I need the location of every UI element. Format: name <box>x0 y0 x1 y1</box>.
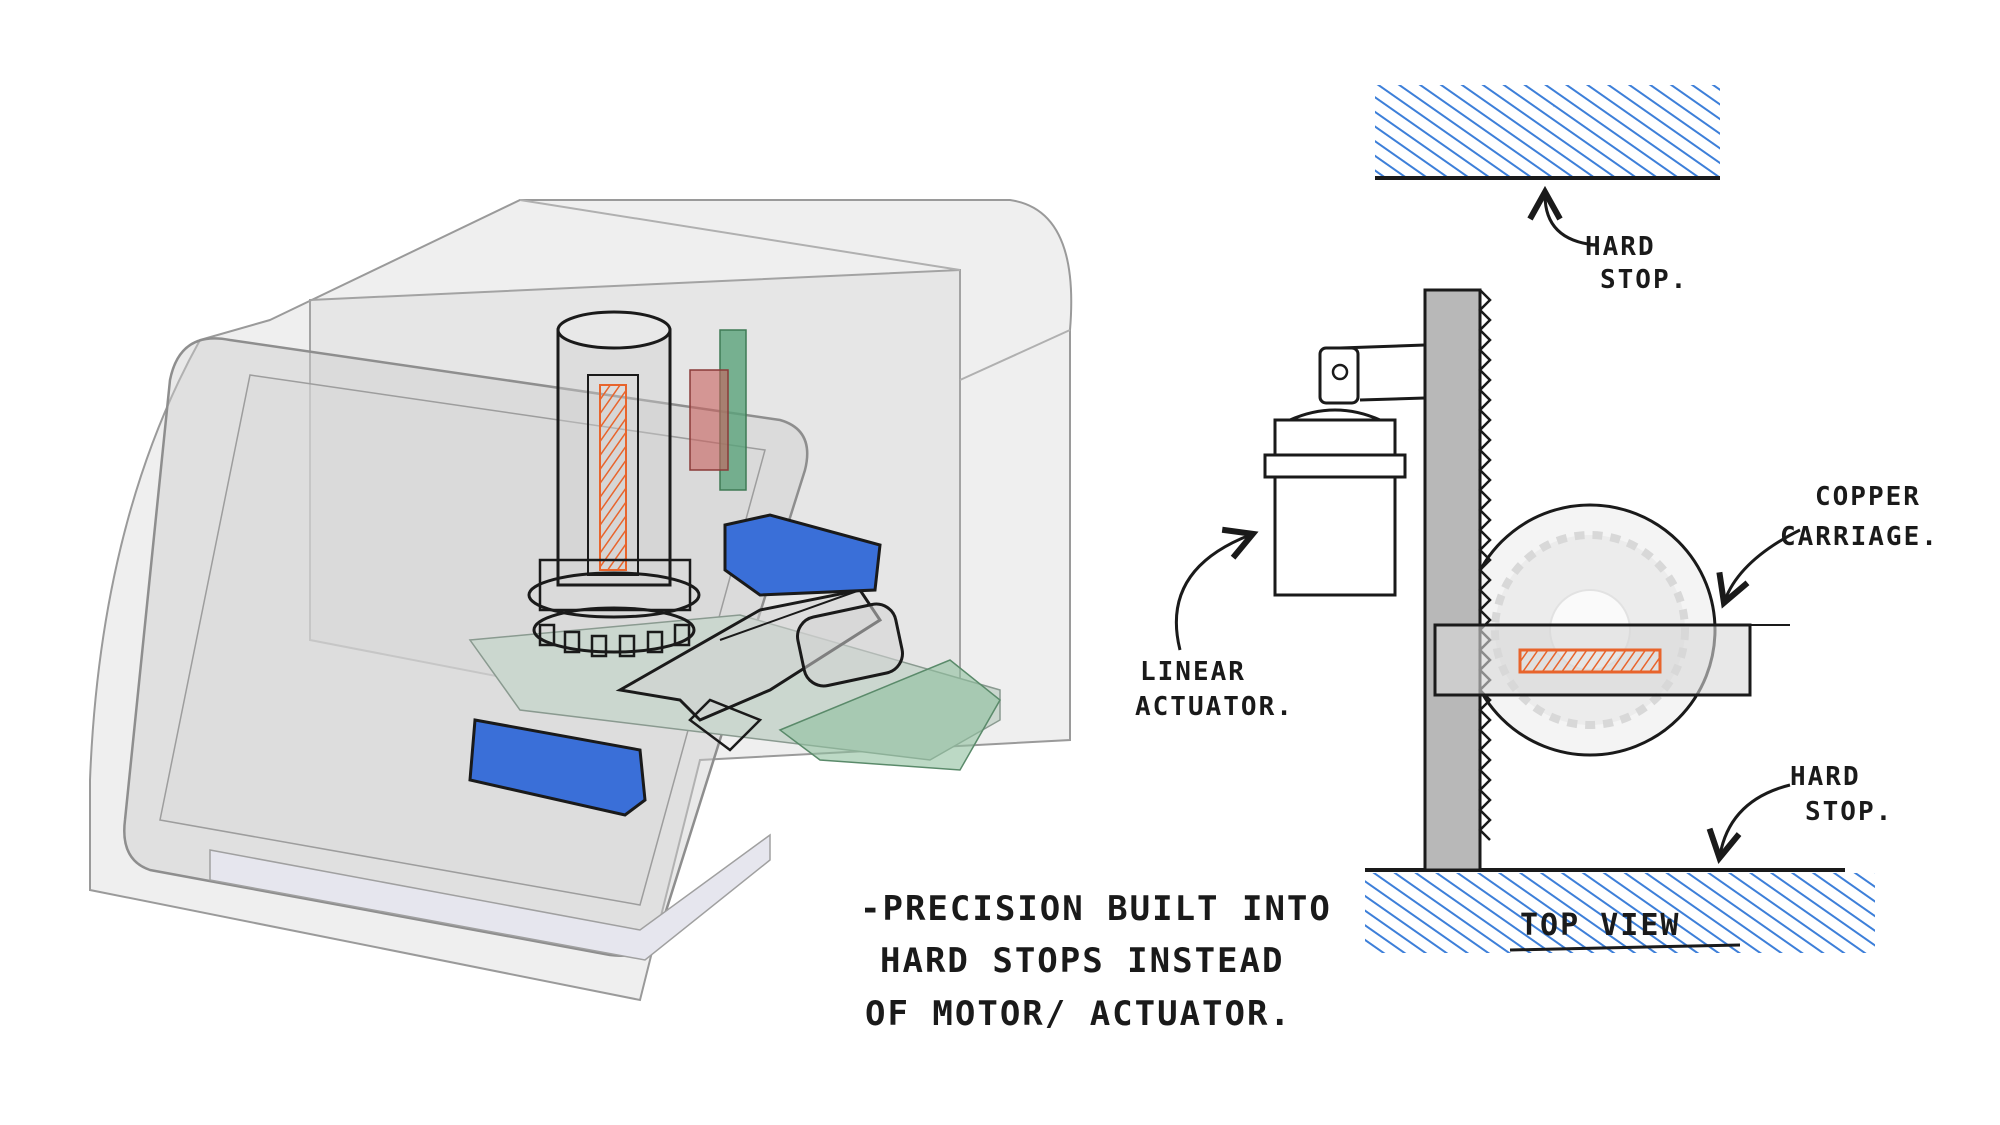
shell-edge <box>959 329 1071 381</box>
leader-hard-stop-top <box>1527 185 1596 247</box>
leader-copper-carriage <box>1716 528 1801 609</box>
top-view-underline <box>1509 943 1741 952</box>
label-hard-stop-top-1: HARD <box>1585 232 1656 262</box>
linear-actuator <box>1263 343 1426 597</box>
label-linear-actuator-2: ACTUATOR. <box>1135 692 1294 722</box>
label-hard-stop-bottom-2: STOP. <box>1805 797 1893 827</box>
label-copper-carriage-1: COPPER <box>1815 482 1921 512</box>
shell-edge <box>519 199 961 271</box>
leader-hard-stop-bottom <box>1706 783 1791 865</box>
red-component <box>689 369 729 471</box>
label-hard-stop-top-2: STOP. <box>1600 265 1688 295</box>
gear-rack <box>1423 288 1482 872</box>
top-view-diagram <box>1174 85 1875 953</box>
actuator-arm <box>615 588 904 752</box>
rack-teeth <box>1478 289 1492 841</box>
blue-block-lower <box>468 718 647 817</box>
base-plate <box>209 833 771 961</box>
pcb-green-board <box>778 659 1001 771</box>
label-copper-carriage-2: CARRIAGE. <box>1780 522 1939 552</box>
copper-rod <box>599 384 627 571</box>
label-linear-actuator-1: LINEAR <box>1140 657 1246 687</box>
enclosure-shell <box>89 199 1073 1002</box>
top-hard-stop-hatch <box>1375 85 1720 180</box>
blue-block-upper <box>723 513 882 597</box>
copper-carriage <box>1518 648 1662 674</box>
bottom-hard-stop-hatch <box>1365 873 1875 953</box>
note-line-3: OF MOTOR/ ACTUATOR. <box>865 994 1292 1034</box>
label-hard-stop-bottom-1: HARD <box>1790 762 1861 792</box>
glass-tube-assembly <box>527 310 701 658</box>
leader-linear-actuator <box>1174 526 1259 651</box>
label-top-view: TOP VIEW <box>1520 908 1681 943</box>
note-line-2: HARD STOPS INSTEAD <box>880 941 1284 981</box>
note-line-1: -PRECISION BUILT INTO <box>860 889 1332 929</box>
annotation-labels: HARD STOP. COPPER CARRIAGE. LINEAR ACTUA… <box>860 232 1939 1034</box>
enclosure-3d-view <box>89 199 1073 1002</box>
